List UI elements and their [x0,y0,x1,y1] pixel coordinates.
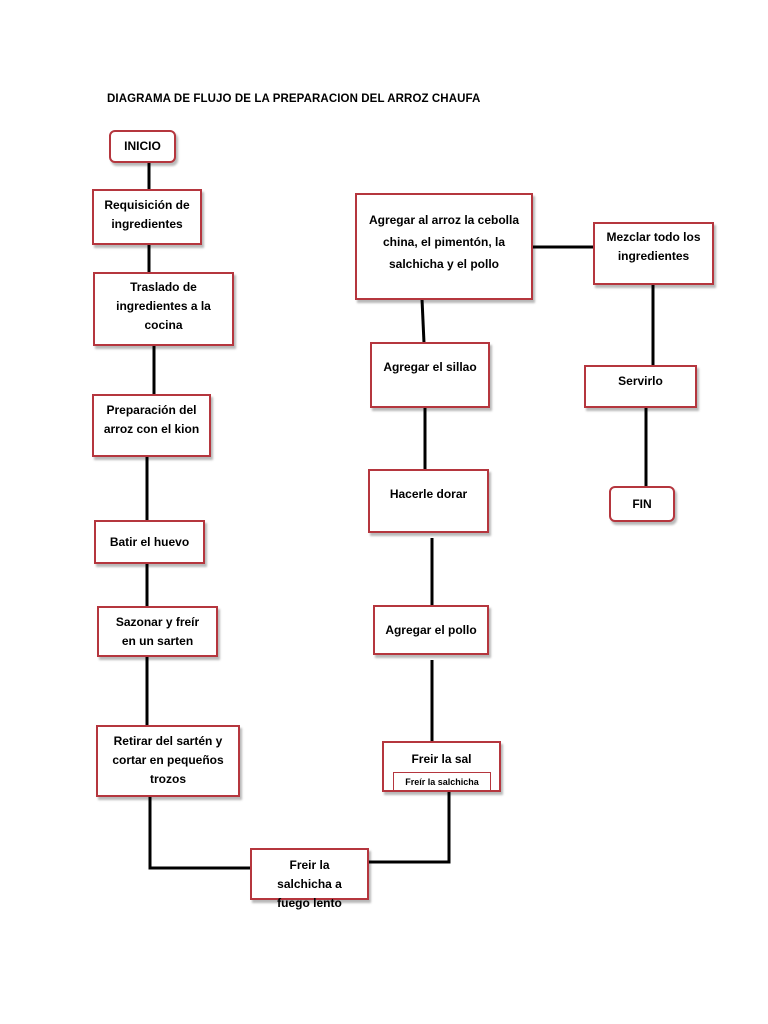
connector-retirar-freir-salchicha [148,796,251,870]
node-traslado: Traslado de ingredientes a la cocina [93,272,234,346]
node-freir-salchicha-inner: Freír la salchicha [393,772,491,790]
node-agregar-arroz: Agregar al arroz la cebolla china, el pi… [355,193,533,300]
node-batir: Batir el huevo [94,520,205,564]
node-inicio: INICIO [109,130,176,163]
node-agregar-pollo: Agregar el pollo [373,605,489,655]
node-retirar: Retirar del sartén y cortar en pequeños … [96,725,240,797]
node-preparacion: Preparación del arroz con el kion [92,394,211,457]
node-agregar-sillao: Agregar el sillao [370,342,490,408]
diagram-title: DIAGRAMA DE FLUJO DE LA PREPARACION DEL … [107,93,481,105]
node-sazonar: Sazonar y freír en un sarten [97,606,218,657]
node-fin: FIN [609,486,675,522]
node-freir-salchicha-lento: Freir la salchicha a fuego lento [250,848,369,910]
node-requisicion: Requisición de ingredientes [92,189,202,245]
connector-sillao-arroz [420,298,426,344]
node-hacerle-dorar: Hacerle dorar [368,469,489,533]
connector-freir-salchicha-freir-sal [368,790,451,864]
node-mezclar: Mezclar todo los ingredientes [593,222,714,285]
node-servirlo: Servirlo [584,365,697,408]
